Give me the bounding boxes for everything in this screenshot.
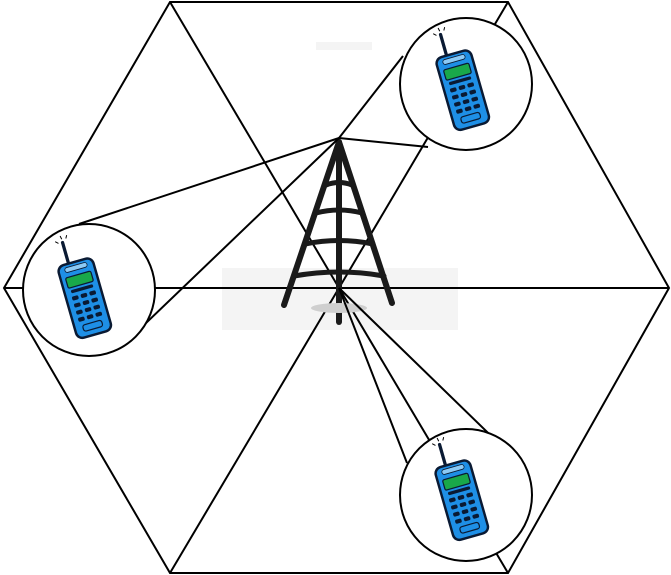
phone-node-bottom-right (400, 429, 532, 561)
phone-node-top-right (400, 18, 532, 150)
sector-line-top-left (170, 2, 339, 288)
sector-line-bottom-left (170, 288, 339, 573)
phone-node-left (23, 224, 155, 356)
